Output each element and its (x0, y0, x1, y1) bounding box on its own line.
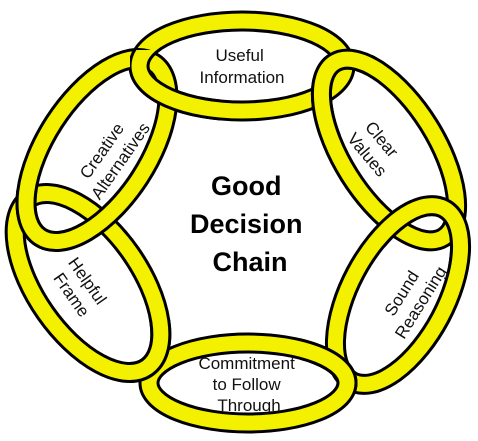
center-title-line: Chain (212, 247, 287, 277)
label-line: to Follow (213, 375, 282, 394)
center-title-line: Decision (190, 209, 303, 239)
label-line: Commitment (198, 354, 295, 373)
interlock-helpful-commitment (130, 320, 172, 383)
commitment-to-follow-through-label: Commitment to Follow Through (198, 354, 299, 415)
center-title-line: Good (211, 171, 281, 201)
label-line: Useful (216, 46, 264, 65)
interlock-useful-creative (130, 50, 220, 121)
label-line: Information (199, 68, 284, 87)
center-title: Good Decision Chain (190, 171, 310, 277)
interlock-commitment-sound (300, 338, 358, 390)
interlock-clear-useful (310, 55, 375, 135)
interlock-creative-helpful (15, 190, 70, 250)
interlock-sound-clear (385, 200, 465, 265)
useful-information-label: Useful Information (199, 46, 284, 87)
label-line: Through (217, 396, 280, 415)
chain-interlocks (15, 50, 465, 390)
